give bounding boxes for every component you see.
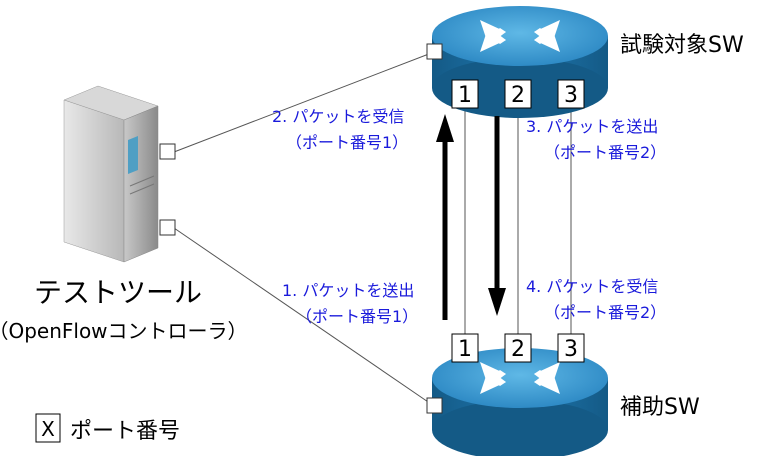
legend: X ポート番号 [35, 413, 180, 444]
port-connector [426, 397, 443, 414]
step3-line2: （ポート番号2） [544, 143, 666, 162]
top-switch-label: 試験対象SW [620, 33, 744, 58]
step1-line2: （ポート番号1） [296, 307, 418, 326]
tool-subtitle: （OpenFlowコントローラ） [0, 319, 248, 343]
step4-line2: （ポート番号2） [544, 303, 666, 322]
arrow-down-packet-flow [488, 116, 506, 316]
link-tool-to-bottom-switch [173, 227, 435, 407]
bottom-switch-port-1: 1 [451, 333, 479, 363]
legend-port-box [35, 413, 61, 443]
step1-line1: 1. パケットを送出 [282, 281, 414, 300]
svg-text:1: 1 [458, 337, 472, 362]
arrow-up-packet-flow [436, 114, 454, 320]
svg-text:2: 2 [511, 83, 525, 108]
port-connector [426, 43, 443, 60]
step2-line1: 2. パケットを受信 [272, 107, 404, 126]
tool-connector-bottom [159, 219, 176, 236]
step4-line1: 4. パケットを受信 [526, 277, 658, 296]
link-tool-to-top-switch [173, 51, 435, 153]
router-icon [432, 6, 608, 118]
svg-text:3: 3 [564, 83, 578, 108]
bottom-switch-label: 補助SW [620, 395, 700, 420]
top-switch-port-3: 3 [557, 79, 585, 109]
legend-port-symbol: X [41, 417, 55, 441]
svg-text:2: 2 [511, 337, 525, 362]
step2-line2: （ポート番号1） [286, 133, 408, 152]
bottom-switch-port-2: 2 [504, 333, 532, 363]
legend-label: ポート番号 [70, 419, 180, 444]
top-switch-port-2: 2 [504, 79, 532, 109]
svg-text:3: 3 [564, 337, 578, 362]
router-icon [432, 348, 608, 456]
bottom-switch-port-3: 3 [557, 333, 585, 363]
top-switch-port-1: 1 [451, 79, 479, 109]
step3-line1: 3. パケットを送出 [526, 117, 658, 136]
svg-text:1: 1 [458, 83, 472, 108]
tool-connector-top [159, 143, 176, 160]
server-icon [63, 85, 159, 263]
tool-name: テストツール [34, 276, 202, 309]
